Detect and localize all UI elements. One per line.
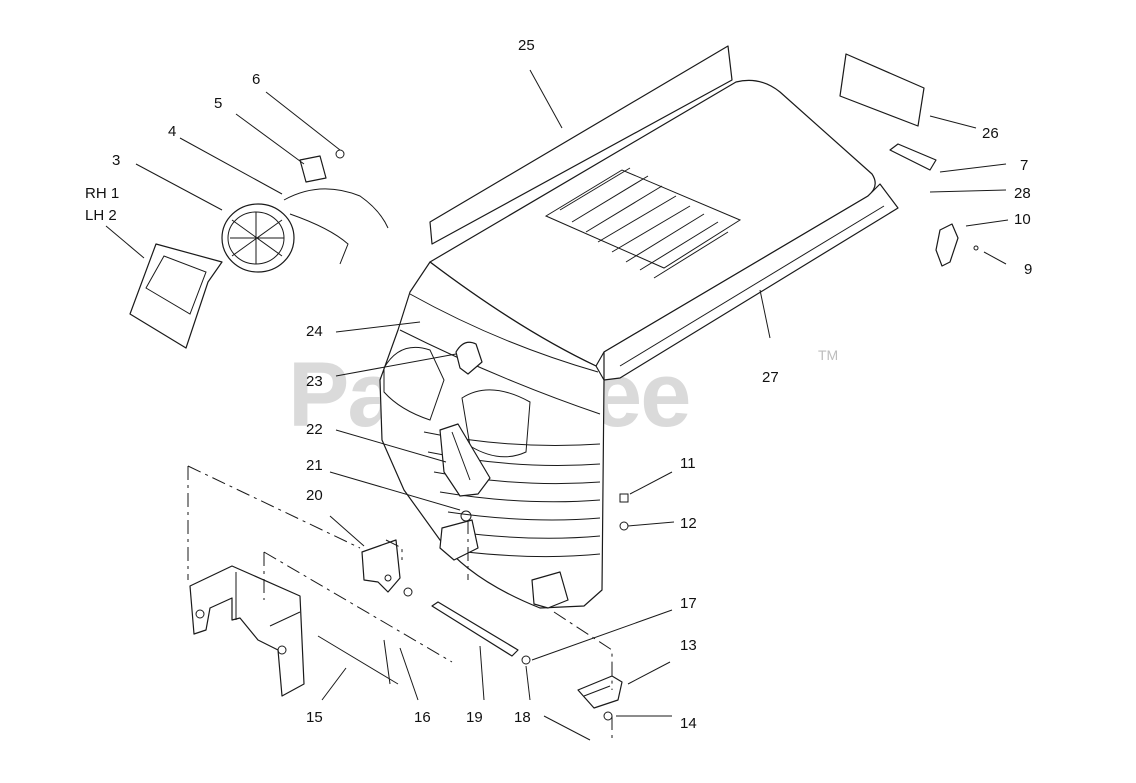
callout-12: 12 (680, 515, 697, 532)
callout-24: 24 (306, 323, 323, 340)
hood-vents (544, 167, 742, 279)
callout-10: 10 (1014, 211, 1031, 228)
callout-11: 11 (680, 455, 696, 472)
callout-9: 9 (1024, 261, 1032, 278)
leader-lines (105, 69, 1009, 741)
part-rear-bracket[interactable] (577, 675, 623, 709)
callout-labels: RH 1 LH 2 3 4 5 6 25 26 7 28 10 9 27 24 … (85, 37, 1032, 732)
part-support-frame[interactable] (189, 565, 305, 697)
guide-lines (187, 465, 613, 740)
callout-23: 23 (306, 373, 323, 390)
callout-22: 22 (306, 421, 323, 438)
callout-7: 7 (1020, 157, 1028, 174)
part-latch[interactable] (439, 423, 491, 497)
callout-4: 4 (168, 123, 176, 140)
part-pivot-shaft[interactable] (431, 601, 519, 657)
callout-6: 6 (252, 71, 260, 88)
callout-28: 28 (1014, 185, 1031, 202)
callout-13: 13 (680, 637, 697, 654)
callout-14: 14 (680, 715, 697, 732)
part-hinge[interactable] (935, 223, 959, 267)
part-decal-sheet[interactable] (839, 53, 925, 127)
part-hood-front-grille[interactable] (379, 261, 605, 609)
part-rear-bumper[interactable] (889, 143, 937, 171)
callout-25: 25 (518, 37, 535, 54)
callout-15: 15 (306, 709, 323, 726)
callout-21: 21 (306, 457, 323, 474)
watermark-trademark: TM (818, 347, 838, 363)
part-top-decal-strip[interactable] (429, 45, 733, 245)
callout-27: 27 (762, 369, 779, 386)
part-hood-lower-bracket[interactable] (531, 571, 569, 609)
callout-rh1: RH 1 (85, 185, 119, 202)
part-pin-rod[interactable] (317, 635, 399, 685)
callout-17: 17 (680, 595, 697, 612)
callout-3: 3 (112, 152, 120, 169)
part-headlight-bezel[interactable] (129, 243, 223, 349)
callout-20: 20 (306, 487, 323, 504)
part-wire-harness[interactable] (283, 188, 389, 265)
part-emblem[interactable] (455, 341, 483, 375)
callout-lh2: LH 2 (85, 207, 117, 224)
callout-16: 16 (414, 709, 431, 726)
part-pivot-bracket[interactable] (361, 539, 401, 593)
callout-5: 5 (214, 95, 222, 112)
callout-19: 19 (466, 709, 483, 726)
part-bolt[interactable] (335, 149, 345, 159)
part-lamp-bracket[interactable] (299, 155, 327, 183)
callout-18: 18 (514, 709, 531, 726)
callout-26: 26 (982, 125, 999, 142)
